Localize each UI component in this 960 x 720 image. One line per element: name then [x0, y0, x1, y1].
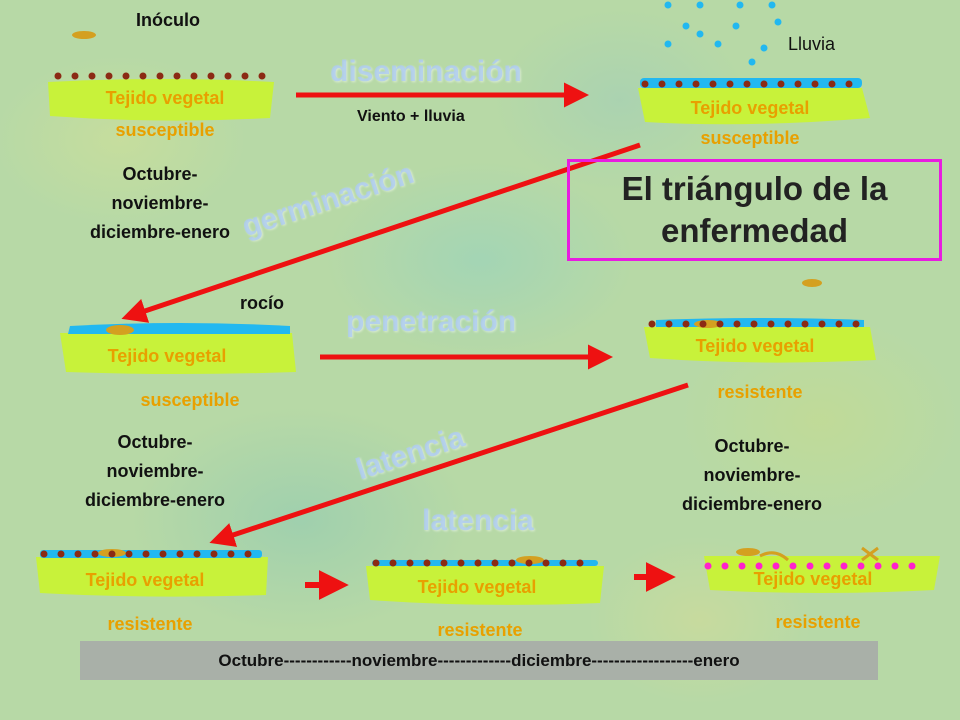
months-4-line-2: noviembre-: [703, 465, 801, 485]
dew-label: rocío: [240, 293, 285, 313]
spore-stage7: [736, 548, 760, 556]
months-1-line-1: Octubre-: [122, 164, 198, 184]
tissue-label-1: Tejido vegetal: [105, 88, 225, 108]
infection-mark-icon: [861, 546, 879, 562]
arrow-latency: [209, 382, 689, 547]
tissue-label-2: Tejido vegetal: [690, 98, 810, 118]
inoculum-label: Inóculo: [136, 10, 200, 30]
timeline-text: Octubre------------noviembre------------…: [218, 650, 740, 670]
water-film-3: [68, 323, 290, 334]
tissue-label-7: Tejido vegetal: [753, 569, 873, 589]
dot-row-7: [704, 562, 916, 570]
rain-label: Lluvia: [788, 34, 836, 54]
process-label-latency-b: latencia: [422, 504, 534, 537]
tissue-state-4: resistente: [717, 382, 803, 402]
tissue-label-5: Tejido vegetal: [85, 570, 205, 590]
spore-stage3: [106, 325, 134, 335]
months-4-line-3: diciembre-enero: [681, 494, 823, 514]
dissemination-caption: Viento + lluvia: [357, 108, 465, 125]
tissue-shape-6: [366, 566, 604, 605]
months-block-4: Octubre- noviembre- diciembre-enero: [652, 432, 852, 519]
months-1-line-2: noviembre-: [111, 193, 209, 213]
spore-stage4-above: [802, 279, 822, 287]
tissue-label-4: Tejido vegetal: [695, 336, 815, 356]
tissue-state-1: susceptible: [115, 120, 215, 140]
title-line-1: El triángulo de la: [621, 170, 888, 207]
months-1-line-3: diciembre-enero: [89, 222, 231, 242]
tissue-shape-4: [644, 327, 876, 363]
process-label-penetration: penetración: [346, 305, 517, 338]
timeline-bar: Octubre------------noviembre------------…: [80, 641, 878, 680]
tissue-state-3: susceptible: [140, 390, 240, 410]
tissue-label-6: Tejido vegetal: [417, 577, 537, 597]
months-3-line-1: Octubre-: [117, 432, 193, 452]
rain-drops: [664, 1, 782, 66]
tissue-state-2: susceptible: [700, 128, 800, 148]
tissue-shape-5: [36, 557, 268, 597]
dot-row-4: [648, 320, 860, 328]
dot-row-6: [372, 559, 584, 567]
months-block-1: Octubre- noviembre- diciembre-enero: [60, 160, 260, 247]
tissue-state-5: resistente: [107, 614, 193, 634]
months-3-line-3: diciembre-enero: [84, 490, 226, 510]
arrow-germination: [121, 142, 641, 323]
spore-inoculum: [72, 31, 96, 39]
months-block-3: Octubre- noviembre- diciembre-enero: [55, 428, 255, 515]
tissue-shape-2: [638, 88, 870, 125]
tissue-shape-3: [60, 333, 296, 374]
tissue-state-7: resistente: [775, 612, 861, 632]
tissue-state-6: resistente: [437, 620, 523, 640]
title-line-2: enfermedad: [660, 212, 849, 249]
tissue-label-3: Tejido vegetal: [107, 346, 227, 366]
dot-row-2: [641, 80, 853, 88]
process-label-dissemination: diseminación: [330, 55, 522, 88]
tissue-shape-1: [48, 79, 274, 121]
months-4-line-1: Octubre-: [714, 436, 790, 456]
dot-row-1: [54, 72, 266, 80]
spore-germ-tube: [759, 551, 790, 562]
title-box: El triángulo de la enfermedad: [567, 159, 942, 261]
months-3-line-2: noviembre-: [106, 461, 204, 481]
dot-row-5: [40, 550, 252, 558]
